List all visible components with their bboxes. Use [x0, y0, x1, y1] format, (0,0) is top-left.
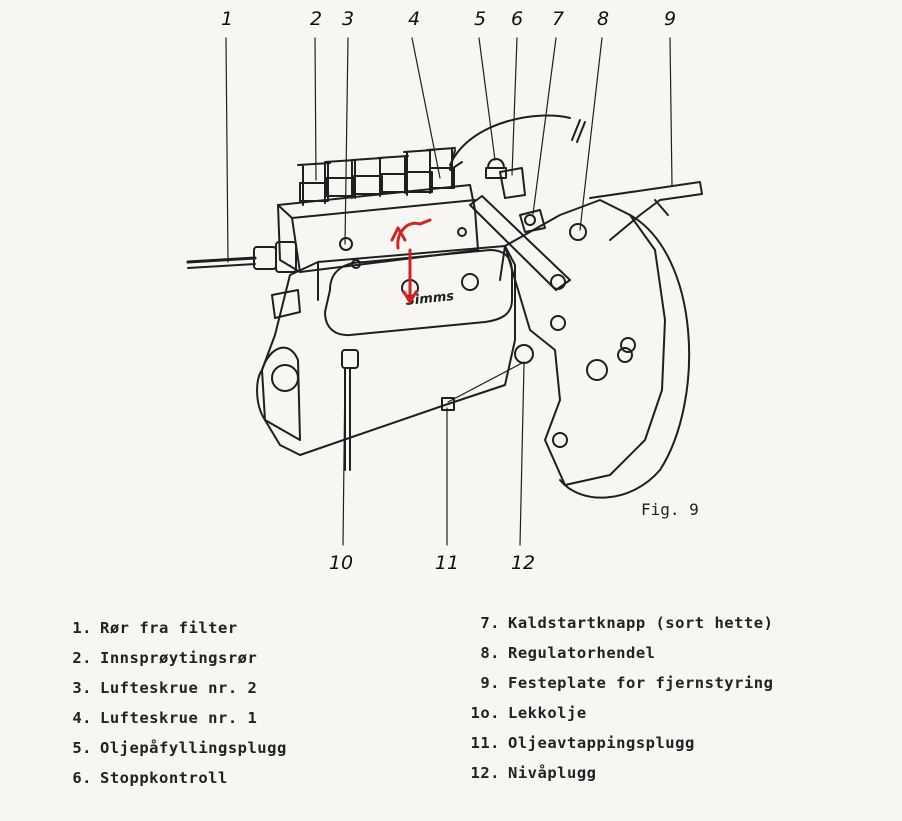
- legend-text: Regulatorhendel: [508, 644, 656, 662]
- legend-item: 6. Stoppkontroll: [60, 769, 287, 799]
- legend-text: Innsprøytingsrør: [100, 649, 258, 667]
- legend-item: 1. Rør fra filter: [60, 619, 287, 649]
- cover-plate: [324, 249, 513, 337]
- head-block: [277, 184, 479, 273]
- pump-diagram: Simms: [186, 37, 703, 546]
- legend-number: 3.: [72, 679, 92, 697]
- legend-item: 5. Oljepåfyllingsplugg: [60, 739, 287, 769]
- legend-text: Nivåplugg: [508, 764, 597, 782]
- legend-text: Lufteskrue nr. 2: [100, 679, 258, 697]
- mounting-plate: [589, 181, 703, 241]
- legend-text: Oljeavtappingsplugg: [508, 734, 695, 752]
- legend-item: 11. Oljeavtappingsplugg: [458, 734, 773, 764]
- legend-left-column: 1. Rør fra filter 2. Innsprøytingsrør 3. Lu…: [60, 619, 287, 799]
- legend-item: 9. Festeplate for fjernstyring: [458, 674, 773, 704]
- legend-item: 12. Nivåplugg: [458, 764, 773, 794]
- injector-unions: [297, 147, 456, 206]
- legend-right-column: 7. Kaldstartknapp (sort hette) 8. Regulato…: [458, 614, 773, 794]
- callout-6: 6: [510, 8, 524, 30]
- legend-number: 9.: [480, 674, 500, 692]
- legend-number: 6.: [72, 769, 92, 787]
- legend-text: Kaldstartknapp (sort hette): [508, 614, 774, 632]
- legend-text: Festeplate for fjernstyring: [508, 674, 774, 692]
- pump-nameplate: Simms: [405, 289, 455, 309]
- callout-5: 5: [473, 8, 487, 30]
- callout-11: 11: [434, 552, 460, 574]
- legend-number: 1o.: [470, 704, 500, 722]
- governor-housing: [504, 199, 666, 486]
- legend-text: Stoppkontroll: [100, 769, 228, 787]
- callout-2: 2: [309, 8, 323, 30]
- callout-3: 3: [341, 8, 355, 30]
- regulator-lever: [469, 195, 571, 291]
- legend-number: 1.: [72, 619, 92, 637]
- legend-text: Rør fra filter: [100, 619, 238, 637]
- legend-item: 8. Regulatorhendel: [458, 644, 773, 674]
- callout-4: 4: [407, 8, 421, 30]
- callout-8: 8: [596, 8, 610, 30]
- red-annotation-arrows: [390, 218, 432, 304]
- end-cap: [256, 346, 301, 441]
- legend-number: 2.: [72, 649, 92, 667]
- legend-item: 7. Kaldstartknapp (sort hette): [458, 614, 773, 644]
- legend-text: Oljepåfyllingsplugg: [100, 739, 287, 757]
- legend-item: 2. Innsprøytingsrør: [60, 649, 287, 679]
- legend-item: 3. Lufteskrue nr. 2: [60, 679, 287, 709]
- callout-12: 12: [510, 552, 536, 574]
- callout-10: 10: [328, 552, 354, 574]
- legend-number: 11.: [470, 734, 500, 752]
- legend-number: 4.: [72, 709, 92, 727]
- legend-item: 4. Lufteskrue nr. 1: [60, 709, 287, 739]
- figure-caption: Fig. 9: [641, 500, 699, 519]
- legend-number: 7.: [480, 614, 500, 632]
- callout-9: 9: [663, 8, 677, 30]
- legend-text: Lekkolje: [508, 704, 587, 722]
- legend-text: Lufteskrue nr. 1: [100, 709, 258, 727]
- legend-number: 12.: [470, 764, 500, 782]
- legend-number: 8.: [480, 644, 500, 662]
- legend-item: 1o. Lekkolje: [458, 704, 773, 734]
- callout-1: 1: [220, 8, 234, 30]
- legend-number: 5.: [72, 739, 92, 757]
- callout-7: 7: [551, 8, 565, 30]
- filter-pipe: [186, 256, 257, 264]
